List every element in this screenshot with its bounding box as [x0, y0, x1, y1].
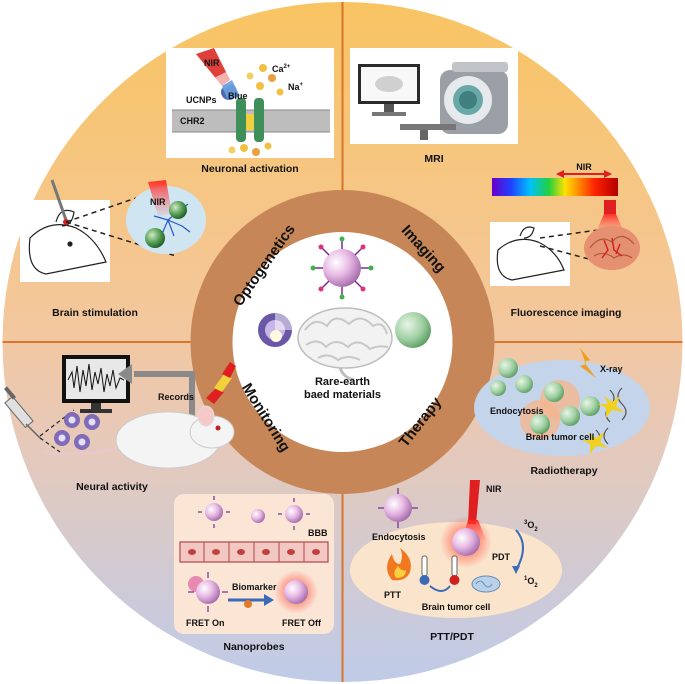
fluor-mouse-sketch-icon [496, 226, 565, 281]
blue-label: Blue [228, 91, 248, 101]
ptt-nir-label: NIR [486, 484, 502, 494]
panel-neural-activity: Records [3, 355, 236, 469]
head-laser-icon [206, 362, 236, 404]
white-mouse-icon [41, 405, 235, 469]
xray-bolt-icon [580, 348, 596, 378]
panel-nanoprobes: BBB Biomarker FRET On FRET Off [174, 494, 334, 634]
panel-fluorescence-imaging: NIR [490, 162, 640, 286]
center-brain [297, 307, 393, 382]
spectrum-bar [492, 178, 618, 196]
syringe-icon [3, 386, 41, 439]
caption-nanoprobes: Nanoprobes [223, 641, 284, 653]
nanoparticle-cluster-icon [54, 412, 100, 450]
center-nanoparticle-green-icon [395, 312, 431, 348]
fret-on-label: FRET On [186, 618, 225, 628]
flame-icon [387, 548, 411, 581]
caption-neural-activity: Neural activity [76, 481, 148, 493]
mri-scanner-icon [400, 62, 508, 140]
center-label-line1: Rare-earth [315, 376, 370, 388]
monitor-icon [358, 64, 420, 116]
panel-mri [350, 48, 518, 144]
thermometer-icon-hot [449, 555, 460, 585]
panel-radiotherapy: X-ray Endocytosis Brain tumor cell [474, 348, 650, 456]
neuronal-nir-label: NIR [204, 58, 220, 68]
brain-glow-icon [584, 226, 640, 270]
center-nanoparticle-pink-icon [310, 236, 374, 300]
thermometer-icon-cold [419, 555, 430, 585]
pdt-label: PDT [492, 552, 511, 562]
caption-mri: MRI [424, 153, 443, 165]
ptt-label: PTT [384, 590, 402, 600]
center-nanoparticle-core-shell-icon [258, 313, 292, 347]
bbb-label: BBB [308, 528, 328, 538]
probe-particles-top [198, 496, 310, 530]
caption-brain-stimulation: Brain stimulation [52, 307, 138, 319]
ucnps-label: UCNPs [186, 95, 217, 105]
ptt-cell-label: Brain tumor cell [422, 602, 491, 612]
panel-neuronal-activation: NIR Ca2+ Na+ UCNPs Blue CHR2 [166, 48, 334, 158]
stim-nir-label: NIR [150, 197, 166, 207]
monitor-icon-records [62, 355, 130, 413]
biomarker-arrow-icon [228, 594, 274, 608]
records-label: Records [158, 392, 194, 402]
fret-off-label: FRET Off [282, 618, 322, 628]
singlet-oxygen-label: 1O2 [524, 576, 538, 589]
bbb-cells [179, 541, 329, 563]
nir-double-arrow-icon [556, 170, 612, 178]
panel-ptt-pdt: NIR Endocytosis PTT PDT 3O2 1O2 Brain tu… [350, 480, 562, 618]
caption-radiotherapy: Radiotherapy [530, 465, 597, 477]
mouse-head-sketch-icon [28, 209, 107, 275]
panel-brain-stimulation: NIR [20, 179, 206, 282]
chr2-label: CHR2 [180, 116, 205, 126]
biomarker-label: Biomarker [232, 582, 277, 592]
caption-neuronal-activation: Neuronal activation [201, 163, 298, 175]
caption-fluorescence-imaging: Fluorescence imaging [511, 307, 622, 319]
neuronal-activation-box [166, 48, 334, 158]
fluor-nir-label: NIR [576, 162, 592, 172]
ion-dots [228, 64, 284, 156]
ptt-endocytosis-label: Endocytosis [372, 532, 426, 542]
probe-particles-bottom [188, 570, 318, 614]
mitochondria-icon [471, 575, 501, 593]
caption-ptt-pdt: PTT/PDT [430, 631, 474, 643]
radio-endocytosis-label: Endocytosis [490, 406, 544, 416]
ca-label: Ca2+ [272, 64, 291, 74]
center-label-line2: baed materials [304, 389, 381, 401]
xray-label: X-ray [600, 364, 623, 374]
na-label: Na+ [288, 82, 304, 92]
triplet-oxygen-label: 3O2 [524, 520, 538, 533]
nir-laser-icon [196, 48, 240, 100]
radio-cell-label: Brain tumor cell [526, 432, 595, 442]
